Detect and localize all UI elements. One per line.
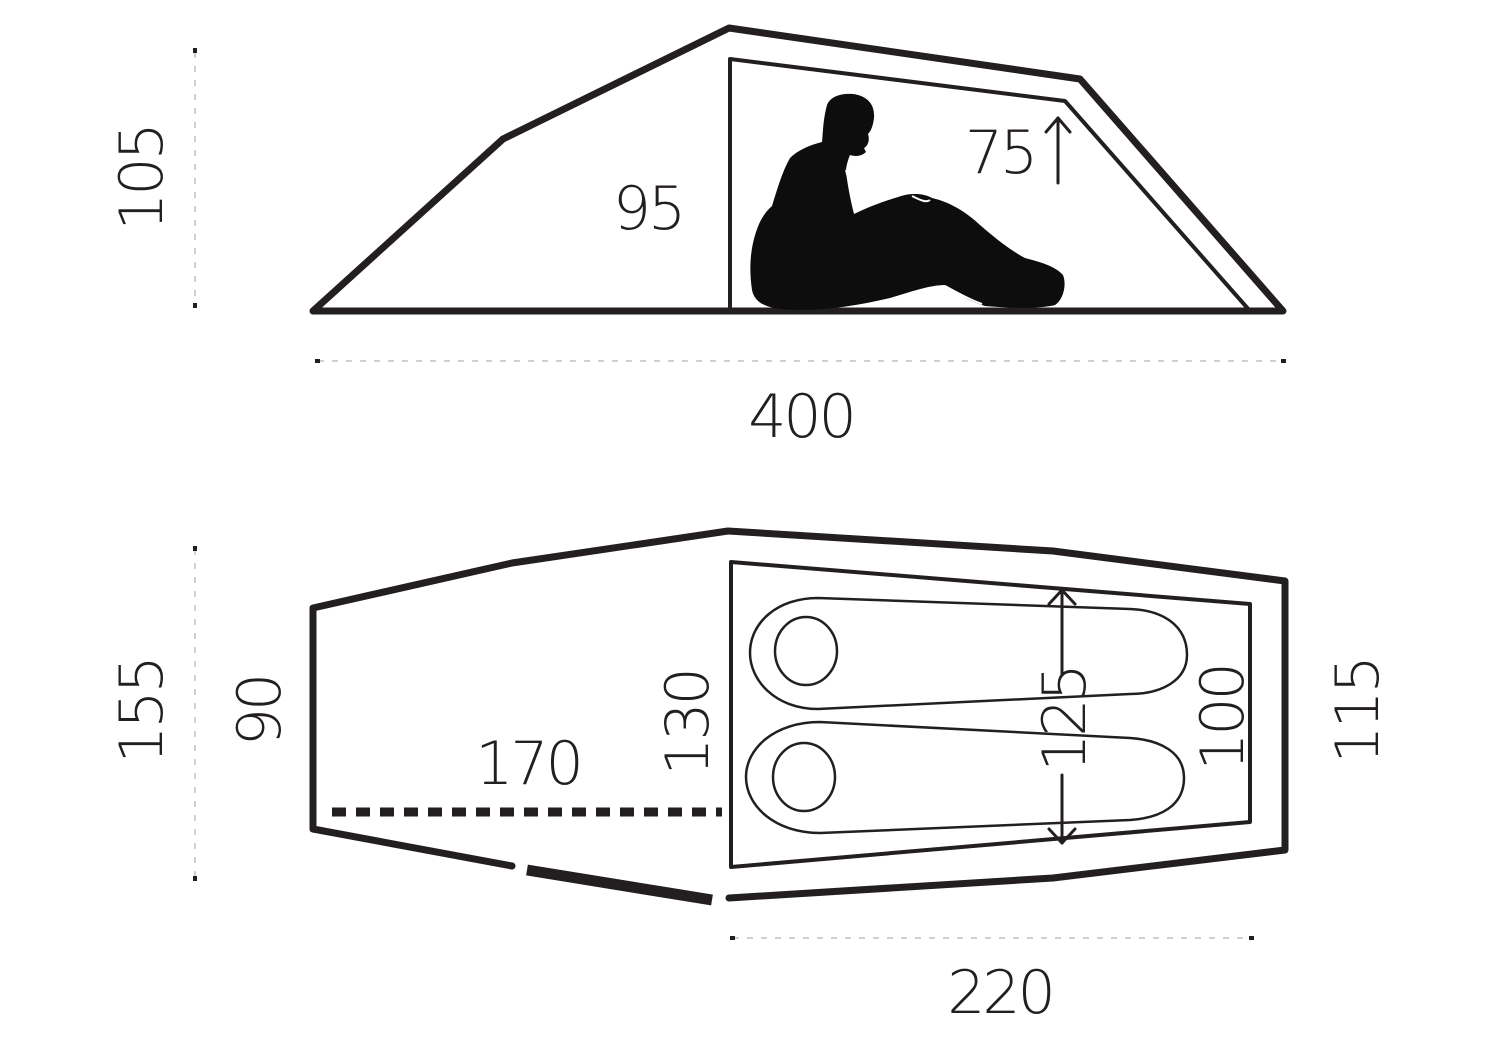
side-view: 105 95 75 400 [107,24,1287,452]
side-inner-tent [728,57,1252,313]
length-guide-end-right [1281,359,1286,363]
label-height-outer: 105 [107,125,177,231]
person-silhouette [750,93,1065,310]
width-guide-end-bottom [193,876,197,881]
label-height-inner: 95 [613,174,683,244]
label-headroom: 75 [965,118,1035,188]
label-vestibule-length: 170 [475,729,581,799]
sleeping-pad-lower [744,720,1186,835]
label-length: 400 [748,382,854,452]
side-outer-fly [309,24,1287,315]
length-guide-end-left [315,359,320,363]
label-inner-length: 220 [947,958,1053,1028]
floor-plan: 155 90 170 130 125 100 115 220 [107,527,1393,1028]
inner-length-guide-end-right [1249,936,1254,940]
label-inner-width-rear: 100 [1188,665,1258,771]
inner-length-guide-end-left [730,936,735,940]
sleeping-pad-upper [748,596,1189,711]
label-pad-length: 125 [1030,666,1100,772]
silhouette-arm-highlight [845,169,857,213]
width-guide-end-top [193,546,197,551]
pillow-upper [773,615,839,687]
label-inner-width-front: 130 [653,670,723,776]
silhouette-hand-highlight [911,195,931,203]
pad-length-arrow [1047,588,1077,845]
label-width-vestibule-end: 90 [225,676,295,746]
label-width-total: 155 [107,658,177,764]
pillow-lower [771,741,837,813]
headroom-arrow [1044,116,1072,185]
inner-tent-floor [729,560,1252,869]
height-guide-end-bottom [193,303,197,308]
silhouette-leg-highlight [944,285,983,305]
footprint-outer [309,527,1289,902]
height-guide-end-top [193,48,197,53]
door-zipper-segment [526,864,713,906]
label-width-rear: 115 [1323,658,1393,764]
